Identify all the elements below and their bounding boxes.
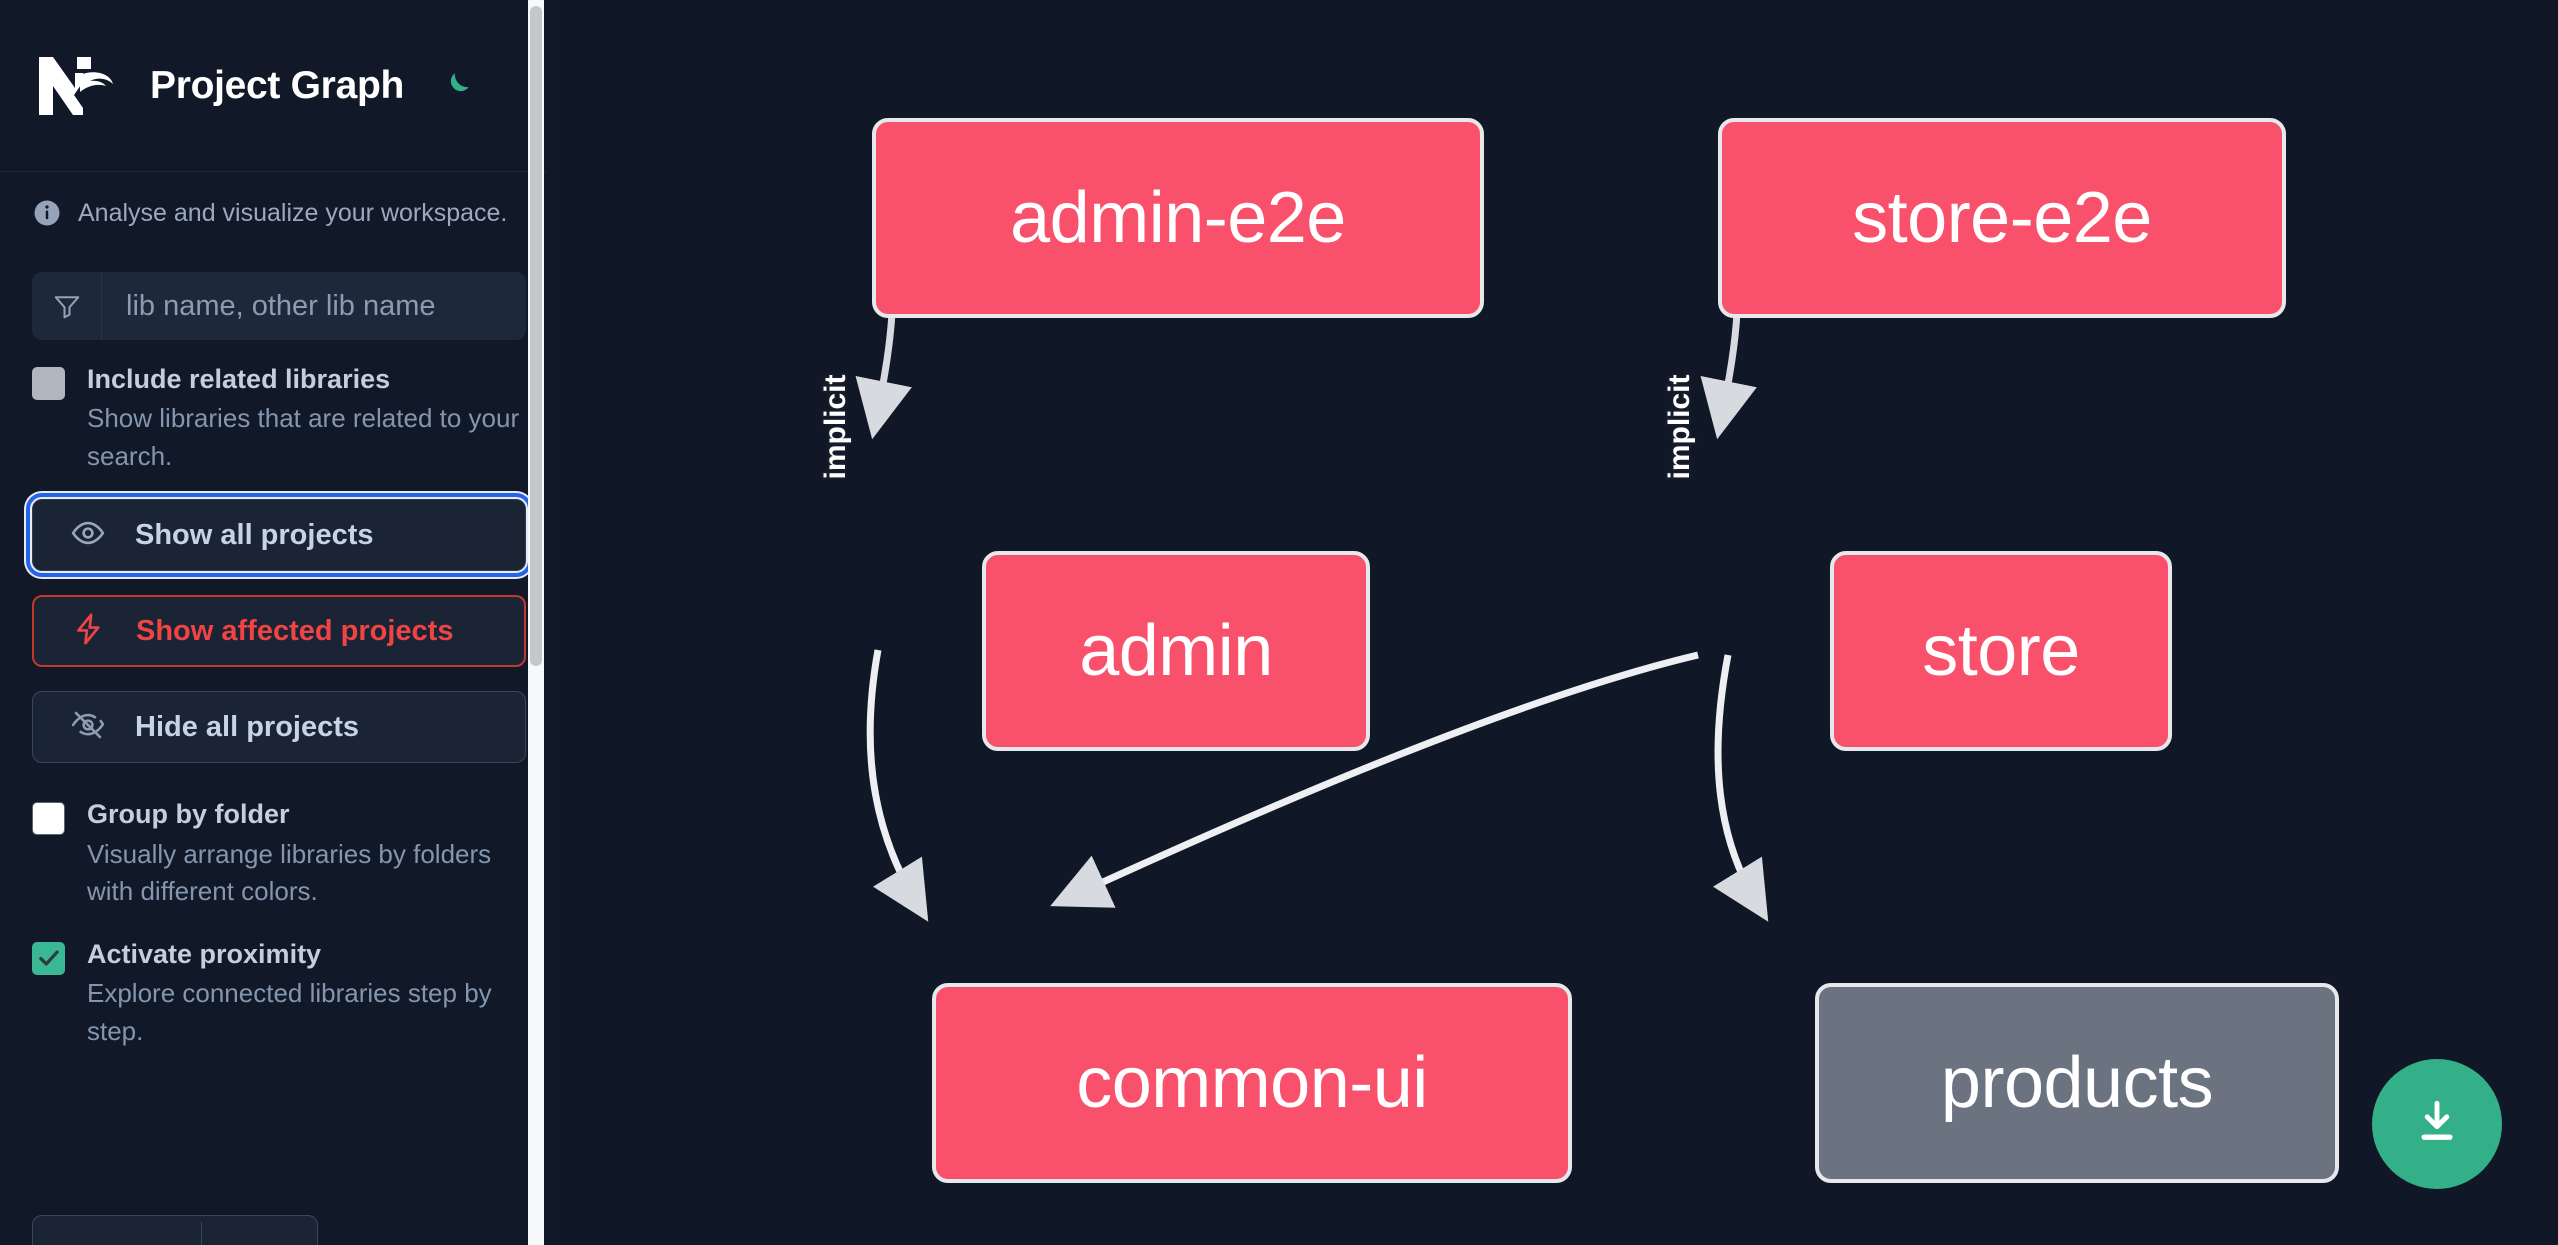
sidebar-scrollbar-thumb[interactable] [530,6,542,666]
show-all-projects-button[interactable]: Show all projects [26,493,532,578]
workspace-note: Analyse and visualize your workspace. [0,172,558,252]
workspace-note-text: Analyse and visualize your workspace. [78,198,508,227]
nx-logo-icon [32,55,118,117]
graph-node-store-e2e[interactable]: store-e2e [1718,118,2286,318]
option-label: Group by folder [87,799,290,830]
node-label: admin [1079,611,1273,691]
show-affected-projects-button[interactable]: Show affected projects [32,595,526,668]
sidebar: Project Graph Analyse and visualize your… [0,0,558,1245]
option-include-related-libraries[interactable]: Include related libraries Show libraries… [0,340,558,475]
graph-node-products[interactable]: products [1815,983,2339,1183]
node-label: store-e2e [1852,178,2152,258]
sidebar-bottom-control-partial[interactable] [32,1215,318,1245]
option-description: Visually arrange libraries by folders wi… [87,838,492,907]
graph-node-store[interactable]: store [1830,551,2172,751]
checkbox-include-related-libraries[interactable] [32,367,65,400]
sidebar-header: Project Graph [0,0,558,172]
page-title: Project Graph [150,63,404,107]
graph-edges [855,209,1769,922]
sidebar-edge [546,0,558,1245]
eye-icon [71,516,105,555]
option-text: Group by folder Visually arrange librari… [87,797,526,910]
edge-admin-common-ui [866,649,929,922]
moon-icon[interactable] [434,64,478,108]
eye-off-icon [71,708,105,747]
option-label: Include related libraries [87,364,391,394]
filter-funnel-icon [32,272,102,340]
info-icon [32,198,62,228]
graph-node-admin[interactable]: admin [982,551,1370,751]
search-field[interactable] [32,272,526,340]
option-description: Show libraries that are related to your … [87,403,520,471]
node-label: admin-e2e [1010,178,1346,258]
option-text: Include related libraries Show libraries… [87,362,526,475]
option-group-by-folder[interactable]: Group by folder Visually arrange librari… [0,763,558,910]
option-text: Activate proximity Explore connected lib… [87,937,526,1050]
show-affected-projects-label: Show affected projects [136,614,454,647]
search-input[interactable] [102,272,526,340]
download-button[interactable] [2372,1059,2502,1189]
hide-all-projects-button[interactable]: Hide all projects [32,691,526,764]
option-label: Activate proximity [87,938,322,969]
checkbox-group-by-folder[interactable] [32,802,65,836]
checkbox-activate-proximity[interactable] [32,941,65,975]
option-description: Explore connected libraries step by step… [87,978,492,1046]
project-visibility-buttons: Show all projects Show affected projects [0,475,558,764]
edge-store-common-ui [1050,651,1699,908]
option-activate-proximity[interactable]: Activate proximity Explore connected lib… [0,911,558,1050]
node-label: store [1922,611,2080,691]
edge-store-products [1713,654,1769,922]
graph-canvas[interactable]: admin-e2e store-e2e admin store common-u… [558,0,2558,1245]
hide-all-projects-label: Hide all projects [135,710,360,743]
graph-node-admin-e2e[interactable]: admin-e2e [872,118,1484,318]
lightning-bolt-icon [72,612,106,651]
divider [201,1222,202,1245]
show-all-projects-label: Show all projects [135,518,374,551]
node-label: common-ui [1076,1043,1428,1123]
node-label: products [1940,1043,2214,1123]
download-icon [2409,1094,2465,1155]
graph-node-common-ui[interactable]: common-ui [932,983,1572,1183]
